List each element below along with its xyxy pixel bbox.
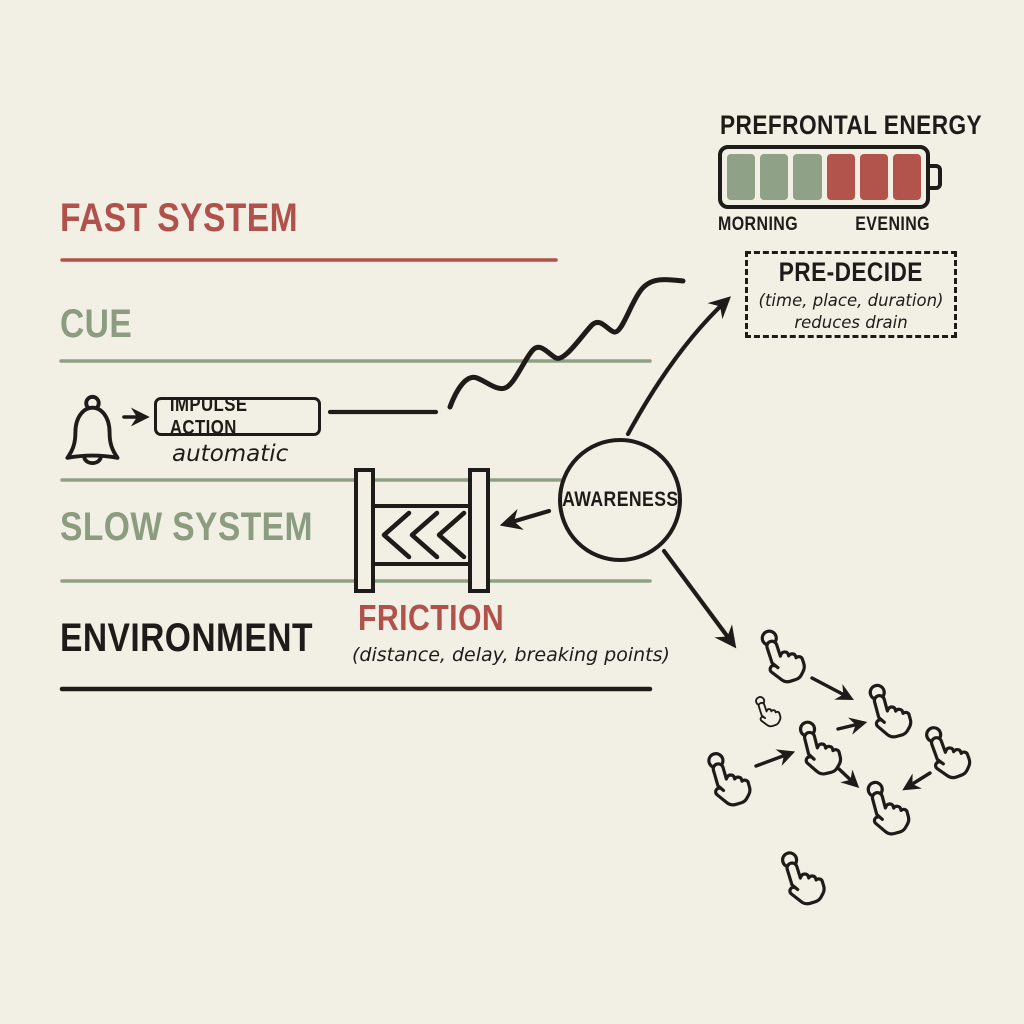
pre-decide-benefit: reduces drain [794,313,908,332]
pre-decide-title: PRE-DECIDE [778,257,924,287]
awareness-circle: AWARENESS [558,438,682,562]
friction-title: FRICTION [358,597,505,638]
battery-segment [859,154,888,200]
battery-segment [793,154,822,200]
battery-axis-labels: MORNING EVENING [718,214,930,236]
morning-label: MORNING [718,214,799,235]
slow-system-label: SLOW SYSTEM [60,505,313,549]
tap-hand-icon [777,844,830,910]
tap-sequence-arrow [810,676,854,701]
tap-hands-cluster [703,622,976,910]
tap-sequence-arrow [902,771,932,791]
rising-wavy-line [447,277,686,410]
tap-hand-icon [756,622,810,688]
environment-label: ENVIRONMENT [60,616,313,660]
awareness-label: AWARENESS [561,488,679,511]
friction-resistor-icon [354,468,490,593]
awareness-to-predecide-arrow [625,296,732,437]
fast-system-label: FAST SYSTEM [60,196,298,240]
tap-hand-icon [863,774,914,840]
tap-hand-icon [752,691,784,730]
battery-icon [718,145,942,209]
tap-sequence-arrow [836,717,868,735]
automatic-caption: automatic [172,441,289,467]
friction-subtitle: (distance, delay, breaking points) [352,644,670,666]
impulse-action-box: IMPULSE ACTION [154,394,321,439]
impulse-action-label: IMPULSE ACTION [169,393,248,439]
battery-terminal [930,164,942,190]
pre-decide-box: PRE-DECIDE (time, place, duration) reduc… [745,251,957,338]
tap-hand-icon [703,745,755,811]
battery-segment [727,154,756,200]
battery-segments [727,154,922,200]
tap-sequence-arrow [837,767,860,789]
bell-icon [65,394,120,466]
battery-segment [892,154,922,200]
awareness-to-friction-arrow [499,508,552,530]
pre-decide-detail: (time, place, duration) [758,291,944,310]
evening-label: EVENING [855,214,930,235]
tap-hand-icon [795,714,845,780]
awareness-to-taps-arrow [661,548,737,649]
tap-sequence-arrow [754,749,796,768]
battery-segment [760,154,789,200]
cue-label: CUE [60,302,133,346]
tap-hand-icon [865,677,916,743]
battery-segment [826,154,855,200]
prefrontal-energy-title: PREFRONTAL ENERGY [720,110,983,140]
